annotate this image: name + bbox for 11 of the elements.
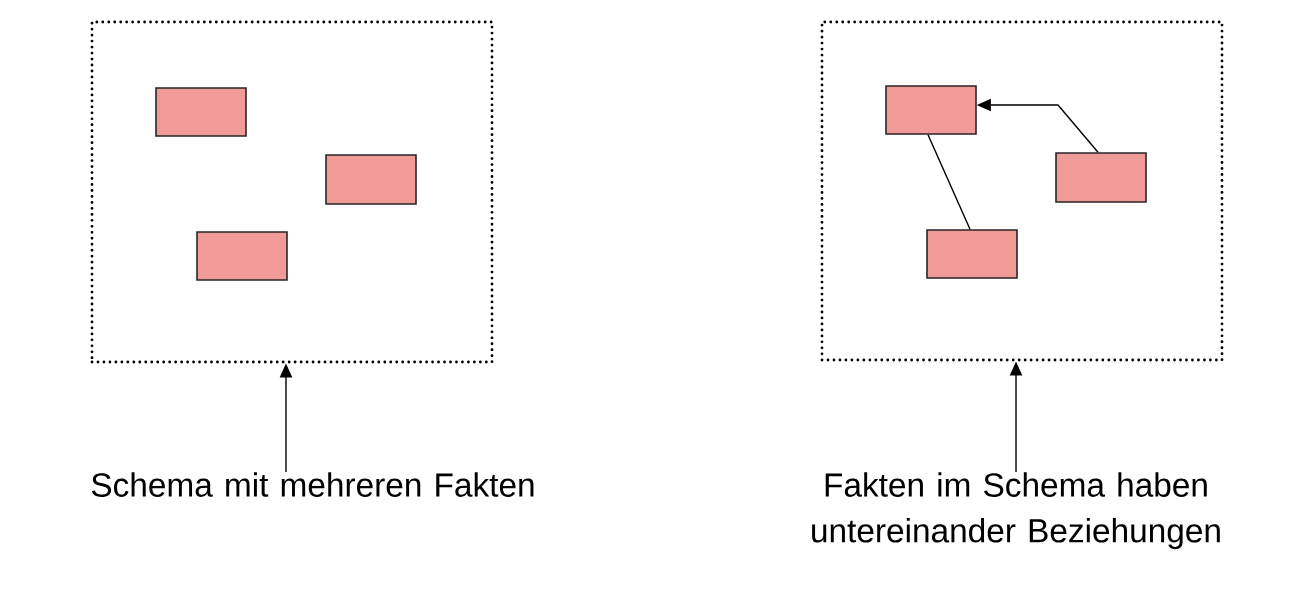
dotted-frame (90, 20, 494, 364)
fact-box (926, 229, 1018, 279)
caption-text: Schema mit mehreren Fakten (91, 472, 534, 497)
dotted-frame (820, 20, 1224, 362)
fact-box (1055, 152, 1147, 203)
fact-box (325, 154, 417, 205)
fact-box (196, 231, 288, 281)
caption-text: Fakten im Schema haben untereinander Beziehungen (812, 472, 1220, 550)
fact-box (155, 87, 247, 137)
connector-line (927, 134, 971, 230)
fact-box (885, 85, 977, 135)
